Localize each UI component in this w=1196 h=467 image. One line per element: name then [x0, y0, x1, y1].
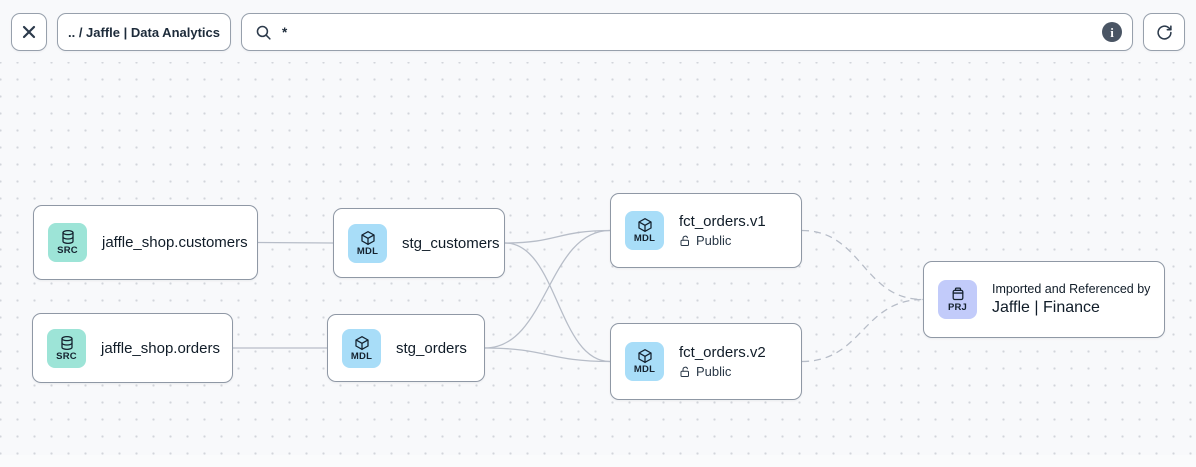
node-meta: stg_customers	[402, 234, 500, 252]
node-type-badge: PRJ	[947, 302, 968, 314]
public-lock-icon	[680, 235, 689, 246]
node-meta: stg_orders	[396, 340, 467, 357]
canvas-bottom-strip	[0, 455, 1196, 467]
node-stg-customers[interactable]: MDL stg_customers	[333, 208, 505, 278]
node-title: stg_customers	[402, 234, 500, 252]
node-title: fct_orders.v1	[679, 213, 766, 230]
cube-icon: MDL	[625, 211, 664, 250]
toolbar: .. / Jaffle | Data Analytics i	[0, 0, 1196, 62]
info-button[interactable]: i	[1102, 22, 1122, 42]
node-src-orders[interactable]: SRC jaffle_shop.orders	[32, 313, 233, 383]
edge-stg_customers-fct_orders_v2	[504, 242, 611, 363]
node-title: jaffle_shop.orders	[101, 339, 220, 357]
public-lock-icon	[680, 366, 689, 377]
edge-fct_orders_v2-prj_finance	[801, 298, 924, 363]
edge-src_customers-stg_customers	[257, 241, 334, 244]
cube-icon: MDL	[348, 223, 387, 263]
close-button[interactable]	[11, 13, 47, 51]
node-type-badge: MDL	[356, 245, 379, 257]
cube-icon	[360, 230, 375, 245]
node-src-customers[interactable]: SRC jaffle_shop.customers	[33, 205, 258, 280]
node-type-badge: SRC	[56, 350, 77, 362]
node-stg-orders[interactable]: MDL stg_orders	[327, 314, 485, 382]
node-type-badge: MDL	[633, 233, 656, 245]
node-subtitle: Imported and Referenced by	[992, 282, 1151, 296]
refresh-icon	[1156, 24, 1172, 40]
database-icon: SRC	[47, 328, 86, 368]
search-box[interactable]: i	[241, 13, 1133, 51]
breadcrumb[interactable]: .. / Jaffle | Data Analytics	[57, 13, 231, 51]
node-title: Jaffle | Finance	[992, 299, 1100, 316]
database-icon	[61, 230, 74, 245]
edge-stg_orders-fct_orders_v1	[484, 229, 611, 349]
cube-icon: MDL	[342, 328, 381, 368]
archive-icon: PRJ	[938, 280, 977, 319]
edge-stg_orders-fct_orders_v2	[484, 347, 611, 363]
edge-fct_orders_v1-prj_finance	[801, 229, 924, 301]
database-icon	[60, 335, 73, 350]
refresh-button[interactable]	[1143, 13, 1185, 51]
cube-icon: MDL	[625, 342, 664, 381]
node-type-badge: SRC	[57, 245, 78, 257]
access-label: Public	[696, 233, 732, 248]
access-badge: Public	[679, 233, 766, 248]
node-meta: jaffle_shop.customers	[102, 234, 248, 251]
access-badge: Public	[679, 364, 766, 379]
node-type-badge: MDL	[633, 364, 656, 376]
node-meta: jaffle_shop.orders	[101, 340, 220, 357]
breadcrumb-label: .. / Jaffle | Data Analytics	[68, 24, 220, 40]
node-title: jaffle_shop.customers	[102, 234, 248, 251]
node-prj-finance[interactable]: PRJ Imported and Referenced by Jaffle | Fi…	[923, 261, 1165, 338]
cube-icon	[637, 218, 652, 233]
search-icon	[256, 25, 271, 40]
node-meta: Imported and Referenced by Jaffle | Finan…	[992, 282, 1150, 317]
info-icon: i	[1110, 24, 1114, 40]
node-title: fct_orders.v2	[679, 344, 766, 361]
edge-stg_customers-fct_orders_v1	[504, 229, 611, 244]
access-label: Public	[696, 364, 732, 379]
close-icon	[22, 25, 36, 39]
database-icon: SRC	[48, 223, 87, 262]
node-type-badge: MDL	[350, 350, 373, 362]
cube-icon	[637, 349, 652, 364]
search-input[interactable]	[282, 14, 1102, 50]
node-title: stg_orders	[396, 339, 467, 357]
cube-icon	[354, 335, 369, 350]
archive-icon	[952, 287, 963, 301]
